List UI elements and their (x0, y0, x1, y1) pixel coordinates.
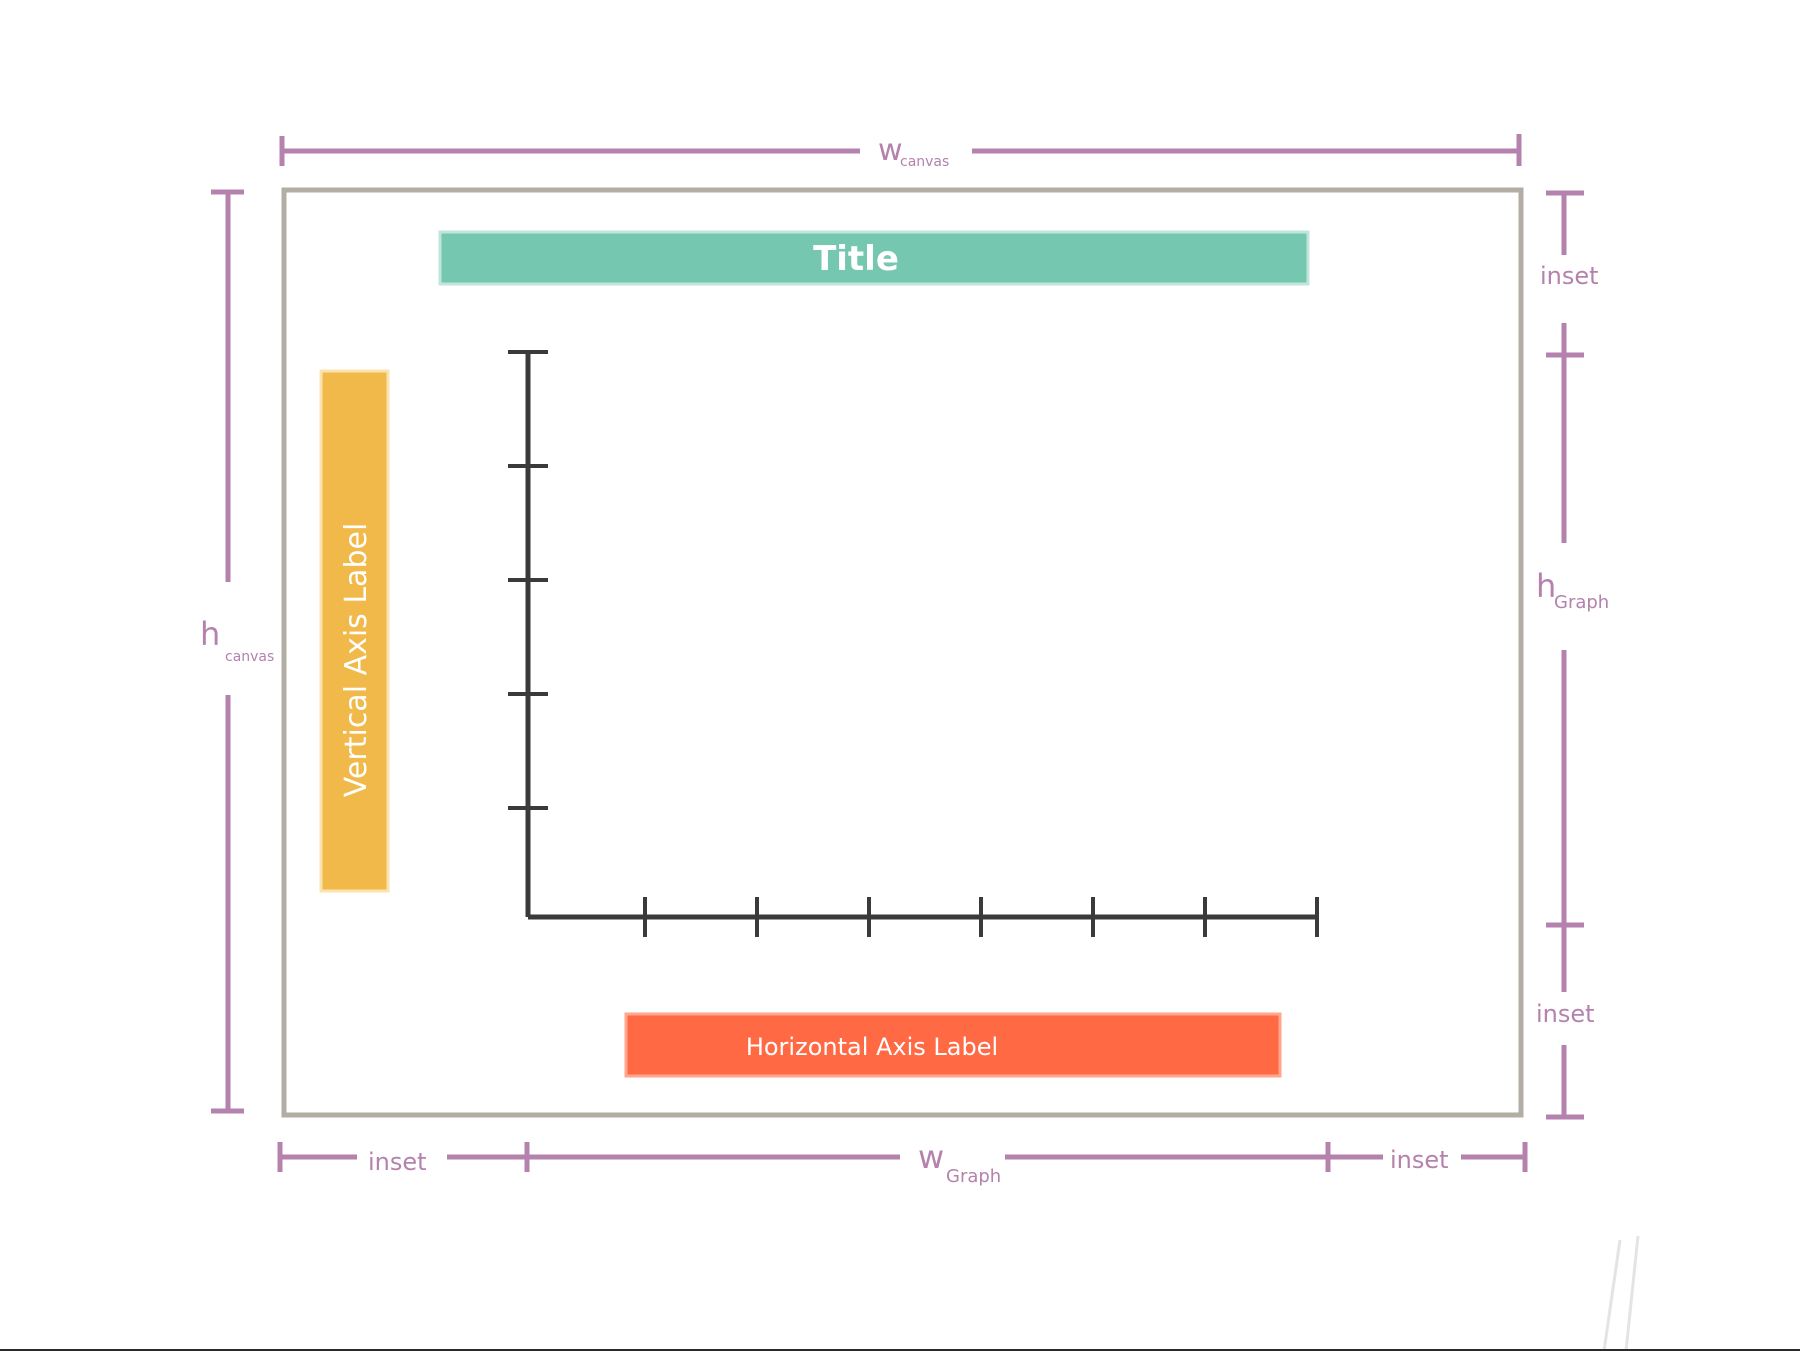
horizontal-axis-label-text: Horizontal Axis Label (746, 1033, 998, 1061)
h-canvas-label: h (200, 615, 220, 653)
graph-axes (508, 350, 1319, 937)
x-axis-ticks (643, 897, 1319, 937)
h-graph-dimension (1546, 190, 1584, 1120)
vertical-axis-label-text: Vertical Axis Label (339, 523, 374, 798)
stylus-marks (1602, 1235, 1640, 1351)
inset-left-label: inset (368, 1148, 427, 1176)
horizontal-axis-label-rect (624, 1012, 1282, 1078)
vertical-axis-label-band: Vertical Axis Label (319, 369, 390, 893)
w-graph-label: w (918, 1138, 944, 1176)
title-text: Title (813, 239, 899, 279)
w-graph-dimension (277, 1142, 1528, 1172)
y-axis-ticks (508, 350, 548, 810)
w-canvas-label: w (878, 133, 903, 168)
horizontal-axis-label-band: Horizontal Axis Label (624, 1012, 1282, 1078)
inset-top-label: inset (1540, 262, 1599, 290)
canvas-frame (281, 187, 1524, 1118)
bottom-rule (0, 1349, 1800, 1351)
inset-bottom-label: inset (1536, 1000, 1595, 1028)
h-graph-sub: Graph (1554, 592, 1609, 613)
h-canvas-dimension (211, 189, 244, 1114)
vertical-axis-label-rect (319, 369, 390, 893)
w-canvas-sub: canvas (900, 154, 949, 170)
inset-right-label: inset (1390, 1146, 1449, 1174)
h-graph-label: h (1536, 567, 1556, 605)
h-canvas-sub: canvas (225, 649, 274, 665)
stylus-mark-1 (1602, 1239, 1622, 1351)
w-canvas-dimension (279, 134, 1522, 166)
title-band-rect (438, 230, 1310, 286)
stylus-mark-2 (1624, 1235, 1640, 1351)
title-band: Title (438, 230, 1310, 286)
w-graph-sub: Graph (946, 1166, 1001, 1187)
